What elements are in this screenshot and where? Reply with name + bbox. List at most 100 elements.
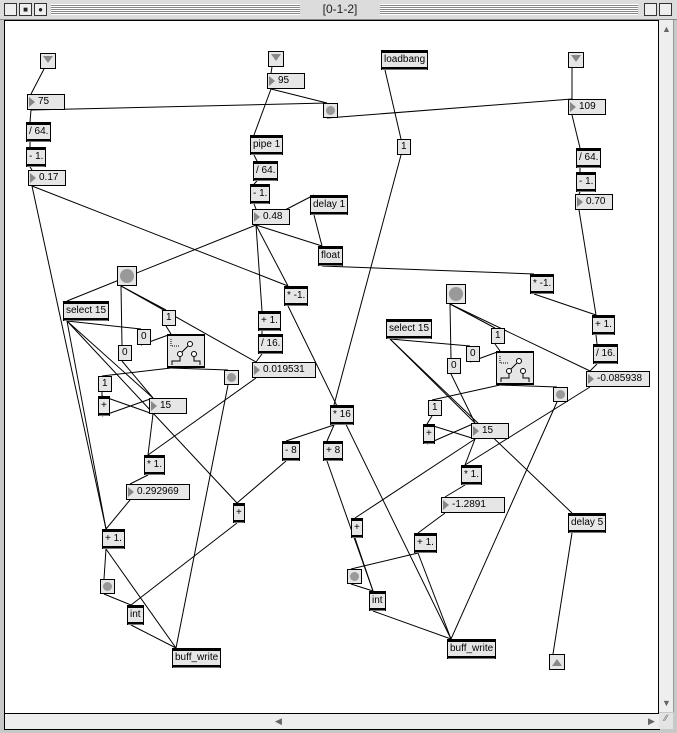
patch-cord[interactable]	[165, 325, 172, 335]
patch-cord[interactable]	[417, 512, 446, 534]
number-box[interactable]: 0.019531	[252, 362, 316, 378]
max-object-16[interactable]: * 16	[330, 405, 354, 425]
patch-cord[interactable]	[101, 395, 154, 415]
patch-cord[interactable]	[444, 484, 466, 498]
patch-cord[interactable]	[270, 66, 273, 74]
max-object-select-15[interactable]: select 15	[63, 301, 110, 321]
max-object-1[interactable]: + 1.	[258, 311, 281, 331]
patch-cord[interactable]	[147, 413, 154, 456]
bang-button[interactable]	[553, 387, 568, 402]
patch-cord[interactable]	[253, 154, 258, 162]
max-object-1[interactable]: + 1.	[102, 529, 125, 549]
patch-cord[interactable]	[313, 214, 323, 247]
max-object-int[interactable]: int	[127, 605, 144, 625]
max-object-delay-5[interactable]: delay 5	[568, 513, 607, 533]
patch-cord[interactable]	[464, 386, 591, 466]
patch-cord[interactable]	[66, 320, 142, 330]
patch-cord[interactable]	[66, 224, 257, 302]
outlet-icon[interactable]	[549, 654, 565, 670]
bang-button[interactable]	[446, 284, 466, 304]
patch-cord[interactable]	[255, 224, 289, 287]
patch-cord[interactable]	[101, 397, 154, 417]
patch-cord[interactable]	[103, 548, 107, 580]
max-object-1[interactable]: * 1.	[461, 465, 483, 485]
patch-cord[interactable]	[253, 203, 257, 210]
patch-cord[interactable]	[431, 384, 501, 401]
patch-cord[interactable]	[499, 384, 558, 388]
patch-cord[interactable]	[449, 303, 452, 359]
max-object-8[interactable]: + 8	[323, 441, 344, 461]
patch-cord[interactable]	[120, 285, 123, 346]
patch-cord[interactable]	[236, 460, 287, 504]
patch-cord[interactable]	[29, 166, 33, 171]
number-box[interactable]: 0.70	[575, 194, 613, 210]
max-object-8[interactable]: - 8	[282, 441, 300, 461]
patch-cord[interactable]	[494, 343, 501, 352]
patch-cord[interactable]	[147, 377, 257, 456]
max-object-int[interactable]: int	[369, 591, 386, 611]
patch-cord[interactable]	[120, 285, 257, 363]
max-object-1[interactable]: + 1.	[592, 315, 615, 335]
patch-cord[interactable]	[130, 522, 238, 606]
patch-cord[interactable]	[350, 552, 419, 570]
patch-cord[interactable]	[450, 401, 558, 640]
patch-cord[interactable]	[389, 338, 471, 347]
patch-cord[interactable]	[31, 185, 289, 287]
max-object-64[interactable]: / 64.	[253, 161, 279, 181]
inlet-icon[interactable]	[40, 53, 56, 69]
number-box[interactable]: 0.17	[28, 170, 66, 186]
patch-cord[interactable]	[350, 583, 374, 592]
max-object-buff-write[interactable]: buff_write	[172, 648, 222, 668]
patch-cord[interactable]	[130, 624, 177, 649]
patch-cord[interactable]	[426, 422, 476, 445]
patch-cord[interactable]	[103, 593, 132, 606]
patch-cord[interactable]	[270, 88, 328, 104]
patch-cord[interactable]	[255, 224, 263, 312]
resize-grip[interactable]: ⁄⁄	[659, 713, 673, 729]
patch-cord[interactable]	[321, 265, 535, 275]
max-object-[interactable]: +	[233, 503, 245, 523]
number-box[interactable]: 75	[27, 94, 65, 110]
message-box[interactable]: 1	[491, 328, 505, 344]
patch-cord[interactable]	[426, 415, 433, 425]
patch-cord[interactable]	[426, 423, 476, 440]
patch-cord[interactable]	[372, 610, 452, 640]
patch-cord[interactable]	[578, 191, 581, 195]
max-object-1[interactable]: * -1.	[284, 286, 309, 306]
message-box[interactable]: 0	[137, 329, 151, 345]
max-object-[interactable]: +	[423, 424, 435, 444]
horizontal-scrollbar[interactable]: ◀ ▶	[4, 713, 660, 730]
max-object-delay-1[interactable]: delay 1	[310, 195, 349, 215]
message-box[interactable]: 0	[466, 346, 480, 362]
max-object-64[interactable]: / 64.	[576, 148, 602, 168]
max-object-1[interactable]: - 1.	[576, 172, 597, 192]
message-box[interactable]: 1	[98, 376, 112, 392]
patch-cord[interactable]	[285, 424, 335, 442]
patch-cord[interactable]	[533, 293, 597, 316]
max-object-1[interactable]: - 1.	[250, 184, 271, 204]
patch-cord[interactable]	[450, 373, 476, 424]
patch-cord[interactable]	[121, 360, 154, 399]
number-box[interactable]: -1.2891	[441, 497, 505, 513]
patch-cord[interactable]	[255, 224, 323, 247]
scroll-right-arrow[interactable]: ▶	[648, 716, 655, 726]
number-box[interactable]: 109	[568, 99, 606, 115]
max-object-1[interactable]: - 1.	[26, 147, 47, 167]
patch-cord[interactable]	[31, 185, 107, 530]
patch-cord[interactable]	[384, 69, 402, 140]
patch-cord[interactable]	[255, 353, 263, 363]
edit-icon[interactable]: ●	[34, 3, 47, 16]
patch-cord[interactable]	[30, 102, 328, 111]
collapse-box[interactable]	[659, 3, 672, 16]
max-object-[interactable]: +	[351, 518, 363, 538]
number-box[interactable]: 0.48	[252, 209, 290, 225]
lock-icon[interactable]: ■	[19, 3, 32, 16]
patch-cord[interactable]	[287, 305, 452, 640]
bang-button[interactable]	[117, 266, 137, 286]
patch-cord[interactable]	[578, 209, 597, 316]
title-bar[interactable]: ■ ● [0-1-2]	[0, 0, 677, 20]
patch-cord[interactable]	[354, 537, 374, 592]
inlet-icon[interactable]	[568, 52, 584, 68]
patch-cord[interactable]	[326, 424, 335, 442]
